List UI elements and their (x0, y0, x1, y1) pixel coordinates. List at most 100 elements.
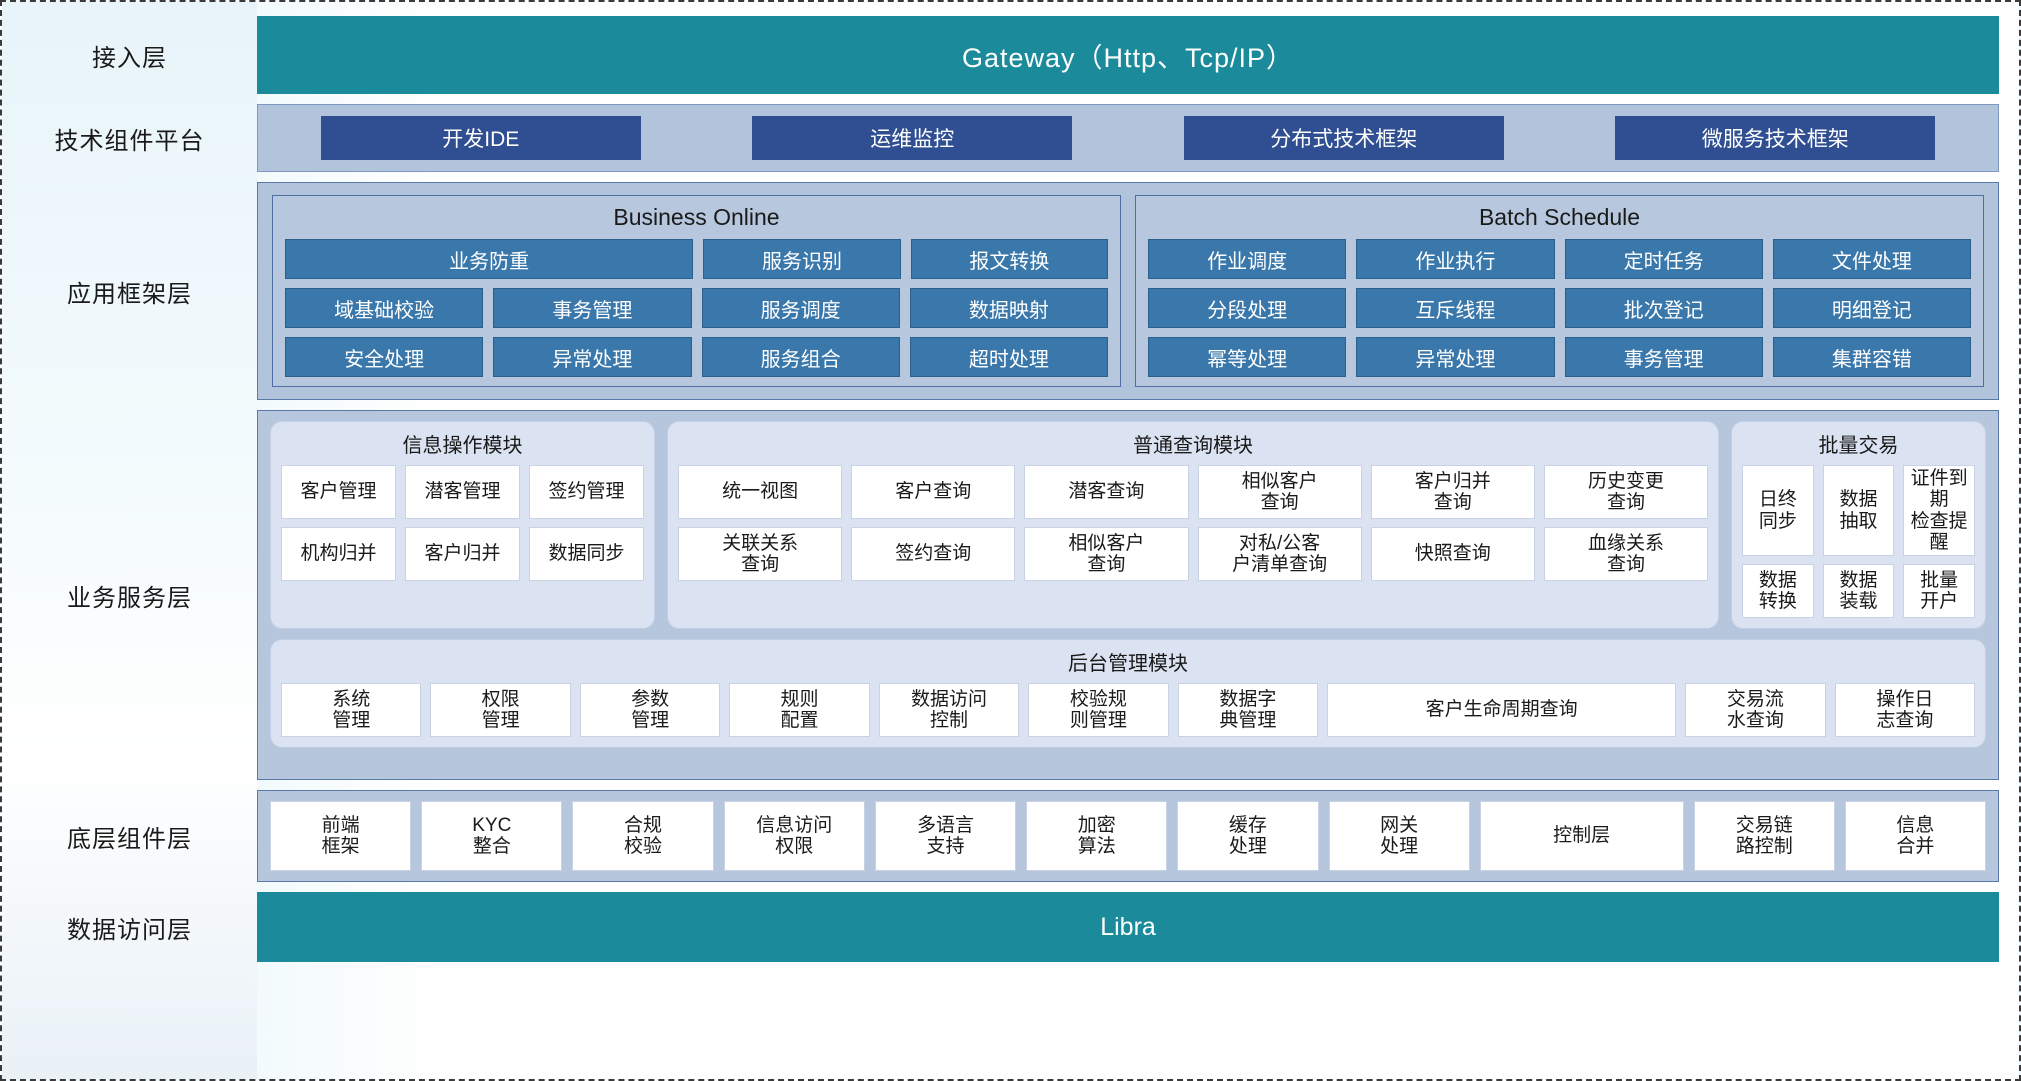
panel-title-batch-schedule: Batch Schedule (1478, 204, 1641, 230)
cell-permission-mgmt[interactable]: 权限 管理 (430, 683, 571, 738)
cell-eod-sync[interactable]: 日终 同步 (1742, 465, 1814, 557)
cell-operation-log-query[interactable]: 操作日 志查询 (1834, 683, 1976, 738)
cell-data-dictionary-mgmt[interactable]: 数据字 典管理 (1177, 683, 1319, 738)
cell-compliance-check[interactable]: 合规 校验 (572, 801, 714, 871)
layer-label-base-component: 底层组件层 (67, 825, 192, 853)
cell-org-merge[interactable]: 机构归并 (281, 527, 396, 581)
cell-cache-processing[interactable]: 缓存 处理 (1177, 801, 1319, 871)
panel-title-business-online: Business Online (613, 204, 780, 230)
cell-system-mgmt[interactable]: 系统 管理 (281, 683, 422, 738)
cell-parameter-mgmt[interactable]: 参数 管理 (579, 683, 721, 738)
cell-data-access-control[interactable]: 数据访问 控制 (878, 683, 1020, 738)
module-row: 统一视图 客户查询 潜客查询 相似客户 查询 客户归并 查询 历史变更 查询 (678, 465, 1709, 519)
cell-customer-query[interactable]: 客户查询 (851, 465, 1016, 519)
tech-platform-bar: 开发IDE 运维监控 分布式技术框架 微服务技术框架 (257, 104, 1999, 172)
cell-data-load[interactable]: 数据 装载 (1822, 564, 1895, 619)
layer-base-component: 底层组件层 前端 框架 KYC 整合 合规 校验 信息访问 权限 多语言 支持 … (2, 790, 1999, 882)
fw-chip-service-identify[interactable]: 服务识别 (703, 239, 901, 279)
cell-transaction-flow-query[interactable]: 交易流 水查询 (1685, 683, 1826, 738)
cell-similar-customer-query[interactable]: 相似客户 查询 (1197, 465, 1362, 519)
cell-customer-lifecycle-query[interactable]: 客户生命周期查询 (1327, 683, 1677, 738)
cell-retail-corporate-list-query[interactable]: 对私/公客 户清单查询 (1197, 527, 1362, 581)
cell-similar-customer-query-2[interactable]: 相似客户 查询 (1024, 527, 1189, 581)
fw-chip-mutex-thread[interactable]: 互斥线程 (1356, 288, 1555, 328)
layer-label-business-service: 业务服务层 (67, 584, 192, 612)
framework-row: 作业调度 作业执行 定时任务 文件处理 (1148, 239, 1971, 279)
fw-chip-batch-exception-process[interactable]: 异常处理 (1356, 337, 1555, 377)
fw-chip-security-process[interactable]: 安全处理 (285, 337, 484, 377)
layer-label-data-access: 数据访问层 (67, 916, 192, 944)
fw-chip-service-dispatch[interactable]: 服务调度 (701, 288, 900, 328)
fw-chip-data-mapping[interactable]: 数据映射 (909, 288, 1108, 328)
cell-data-sync[interactable]: 数据同步 (529, 527, 644, 581)
fw-chip-batch-register[interactable]: 批次登记 (1564, 288, 1763, 328)
cell-gateway-processing[interactable]: 网关 处理 (1328, 801, 1470, 871)
cell-info-merge[interactable]: 信息 合并 (1844, 801, 1987, 871)
fw-chip-file-process[interactable]: 文件处理 (1772, 239, 1971, 279)
data-access-bar[interactable]: Libra (257, 892, 1999, 962)
cell-frontend-framework[interactable]: 前端 框架 (270, 801, 412, 871)
fw-chip-idempotent-process[interactable]: 幂等处理 (1148, 337, 1347, 377)
cell-rule-config[interactable]: 规则 配置 (729, 683, 870, 738)
fw-chip-domain-validate[interactable]: 域基础校验 (285, 288, 484, 328)
tech-chip-microservice-framework[interactable]: 微服务技术框架 (1615, 116, 1936, 160)
gateway-bar[interactable]: Gateway（Http、Tcp/IP） (257, 16, 1999, 94)
cell-contract-query[interactable]: 签约查询 (851, 527, 1016, 581)
cell-unified-view[interactable]: 统一视图 (678, 465, 843, 519)
fw-chip-cluster-fault-tolerance[interactable]: 集群容错 (1772, 337, 1971, 377)
layer-tech-platform: 技术组件平台 开发IDE 运维监控 分布式技术框架 微服务技术框架 (2, 104, 1999, 172)
fw-chip-job-execute[interactable]: 作业执行 (1356, 239, 1555, 279)
cell-relation-query[interactable]: 关联关系 查询 (678, 527, 843, 581)
cell-data-transform[interactable]: 数据 转换 (1742, 564, 1814, 619)
fw-chip-business-dedupe[interactable]: 业务防重 (285, 239, 694, 279)
layer-label-tech-platform: 技术组件平台 (54, 127, 205, 155)
cell-customer-merge-query[interactable]: 客户归并 查询 (1370, 465, 1535, 519)
cell-encryption-algorithm[interactable]: 加密 算法 (1026, 801, 1168, 871)
cell-prospect-mgmt[interactable]: 潜客管理 (405, 465, 520, 519)
cell-certificate-expiry-reminder[interactable]: 证件到期 检查提醒 (1903, 465, 1976, 557)
module-batch-transaction: 批量交易 日终 同步 数据 抽取 证件到期 检查提醒 数据 转换 数据 装载 (1731, 421, 1986, 630)
tech-chip-distributed-framework[interactable]: 分布式技术框架 (1183, 116, 1504, 160)
module-backend-admin: 后台管理模块 系统 管理 权限 管理 参数 管理 规则 配置 数据访问 控制 校… (270, 639, 1986, 749)
fw-chip-exception-process[interactable]: 异常处理 (493, 337, 692, 377)
cell-prospect-query[interactable]: 潜客查询 (1024, 465, 1189, 519)
layer-app-framework: 应用框架层 Business Online 业务防重 服务识别 报文转换 域 (2, 182, 1999, 400)
panel-business-online: Business Online 业务防重 服务识别 报文转换 域基础校验 事务管… (272, 195, 1121, 387)
framework-row: 域基础校验 事务管理 服务调度 数据映射 (285, 288, 1108, 328)
module-info-operation: 信息操作模块 客户管理 潜客管理 签约管理 机构归并 客户归并 (270, 421, 655, 630)
cell-transaction-chain-control[interactable]: 交易链 路控制 (1693, 801, 1835, 871)
cell-snapshot-query[interactable]: 快照查询 (1370, 527, 1535, 581)
fw-chip-job-schedule[interactable]: 作业调度 (1148, 239, 1347, 279)
cell-contract-mgmt[interactable]: 签约管理 (529, 465, 644, 519)
cell-customer-merge[interactable]: 客户归并 (405, 527, 520, 581)
layer-data-access: 数据访问层 Libra (2, 892, 1999, 962)
module-row: 日终 同步 数据 抽取 证件到期 检查提醒 (1742, 465, 1976, 557)
cell-validation-rule-mgmt[interactable]: 校验规 则管理 (1028, 683, 1169, 738)
cell-data-extract[interactable]: 数据 抽取 (1822, 465, 1895, 557)
cell-blood-relation-query[interactable]: 血缘关系 查询 (1543, 527, 1709, 581)
app-framework-container: Business Online 业务防重 服务识别 报文转换 域基础校验 事务管… (257, 182, 1999, 400)
fw-chip-detail-register[interactable]: 明细登记 (1772, 288, 1971, 328)
cell-multilanguage-support[interactable]: 多语言 支持 (874, 801, 1017, 871)
tech-chip-ide[interactable]: 开发IDE (320, 116, 641, 160)
cell-info-access-permission[interactable]: 信息访问 权限 (723, 801, 865, 871)
module-title-backend-admin: 后台管理模块 (1068, 653, 1188, 676)
business-top-modules: 信息操作模块 客户管理 潜客管理 签约管理 机构归并 客户归并 (270, 421, 1986, 630)
cell-control-layer[interactable]: 控制层 (1479, 801, 1684, 871)
tech-chip-ops-monitor[interactable]: 运维监控 (752, 116, 1073, 160)
fw-chip-timeout-process[interactable]: 超时处理 (909, 337, 1108, 377)
module-row: 客户管理 潜客管理 签约管理 (281, 465, 644, 519)
fw-chip-transaction-mgmt[interactable]: 事务管理 (493, 288, 692, 328)
fw-chip-segment-process[interactable]: 分段处理 (1148, 288, 1347, 328)
fw-chip-timed-task[interactable]: 定时任务 (1564, 239, 1763, 279)
cell-customer-mgmt[interactable]: 客户管理 (281, 465, 396, 519)
cell-batch-account-open[interactable]: 批量 开户 (1903, 564, 1976, 619)
cell-kyc-integration[interactable]: KYC 整合 (421, 801, 563, 871)
fw-chip-service-composition[interactable]: 服务组合 (701, 337, 900, 377)
fw-chip-batch-transaction-mgmt[interactable]: 事务管理 (1564, 337, 1763, 377)
layer-business-service: 业务服务层 信息操作模块 客户管理 潜客管理 签约管理 (2, 410, 1999, 780)
fw-chip-message-convert[interactable]: 报文转换 (910, 239, 1108, 279)
cell-history-change-query[interactable]: 历史变更 查询 (1543, 465, 1709, 519)
